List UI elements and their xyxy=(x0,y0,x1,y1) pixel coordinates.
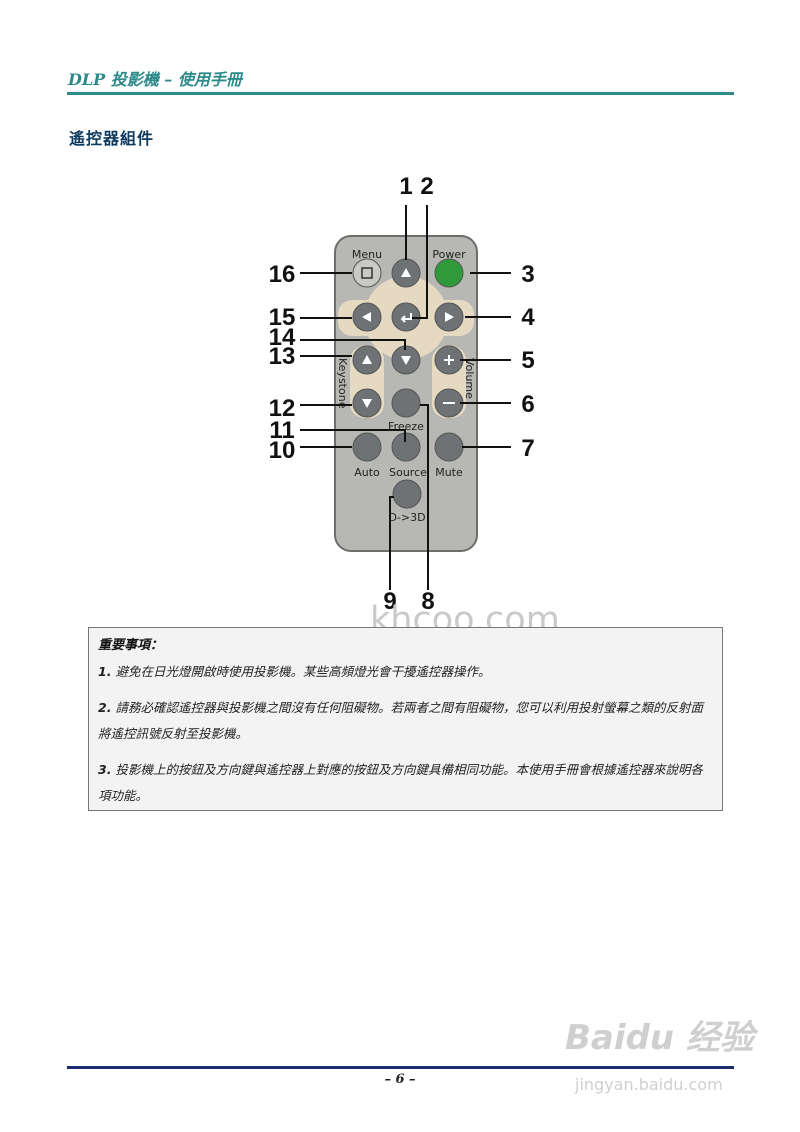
callout-9: 9 xyxy=(383,588,396,615)
document-header-title: DLP 投影機 – 使用手冊 xyxy=(68,70,242,89)
power-label: Power xyxy=(432,248,466,261)
section-title: 遙控器組件 xyxy=(69,129,155,148)
important-notes-box: 重要事項： 1.避免在日光燈開啟時使用投影機。某些高頻燈光會干擾遙控器操作。 2… xyxy=(88,627,723,811)
callout-lines xyxy=(300,205,511,590)
callout-numbers: 1 2 3 4 5 6 7 8 9 10 11 12 13 14 15 16 xyxy=(269,173,536,615)
keystone-label: Keystone xyxy=(336,358,349,409)
watermark-baidu-url: jingyan.baidu.com xyxy=(575,1075,723,1094)
callout-12: 12 xyxy=(269,395,296,422)
mute-button[interactable] xyxy=(434,432,464,462)
mute-label: Mute xyxy=(435,466,463,479)
enter-icon xyxy=(400,313,412,323)
remote-control-diagram: Menu Power Keystone Volume Freeze Auto S… xyxy=(269,173,536,615)
auto-button[interactable] xyxy=(352,432,382,462)
callout-11: 11 xyxy=(269,417,294,444)
callout-1: 1 xyxy=(399,173,412,200)
callout-4: 4 xyxy=(521,304,535,331)
freeze-label: Freeze xyxy=(388,420,424,433)
d3d-label: D->3D xyxy=(388,511,425,524)
note-item-1: 1.避免在日光燈開啟時使用投影機。某些高頻燈光會干擾遙控器操作。 xyxy=(98,664,491,679)
left-icon xyxy=(362,312,371,322)
notes-title: 重要事項： xyxy=(98,638,164,653)
watermark-baidu: Baidu 经验 xyxy=(565,1018,754,1058)
callout-2: 2 xyxy=(420,173,433,200)
menu-label: Menu xyxy=(352,248,382,261)
source-label: Source xyxy=(389,466,427,479)
menu-icon xyxy=(361,267,373,279)
callout-5: 5 xyxy=(521,347,534,374)
callout-10: 10 xyxy=(269,437,296,464)
page-number: – 6 – xyxy=(384,1072,416,1087)
footer-rule xyxy=(67,1066,734,1069)
power-button[interactable] xyxy=(434,258,464,288)
callout-3: 3 xyxy=(521,261,534,288)
callout-14: 14 xyxy=(269,324,296,351)
volume-up-icon xyxy=(444,355,454,365)
down-icon xyxy=(401,356,411,365)
callout-16: 16 xyxy=(269,261,296,288)
header-rule xyxy=(67,92,734,95)
keystone-up-icon xyxy=(362,355,372,364)
up-icon xyxy=(401,268,411,277)
auto-label: Auto xyxy=(354,466,380,479)
right-icon xyxy=(445,312,454,322)
menu-button[interactable] xyxy=(352,258,382,288)
volume-label: Volume xyxy=(463,358,476,399)
note-item-2: 2.請務必確認遙控器與投影機之間沒有任何阻礙物。若兩者之間有阻礙物，您可以利用投… xyxy=(98,700,703,741)
callout-15: 15 xyxy=(269,304,296,331)
callout-8: 8 xyxy=(421,588,434,615)
keystone-down-icon xyxy=(362,399,372,408)
callout-7: 7 xyxy=(521,435,534,462)
callout-6: 6 xyxy=(521,391,534,418)
freeze-button[interactable] xyxy=(391,388,421,418)
d3d-button[interactable] xyxy=(392,479,422,509)
note-item-3: 3.投影機上的按鈕及方向鍵與遙控器上對應的按鈕及方向鍵具備相同功能。本使用手冊會… xyxy=(98,762,703,803)
callout-13: 13 xyxy=(269,343,296,370)
